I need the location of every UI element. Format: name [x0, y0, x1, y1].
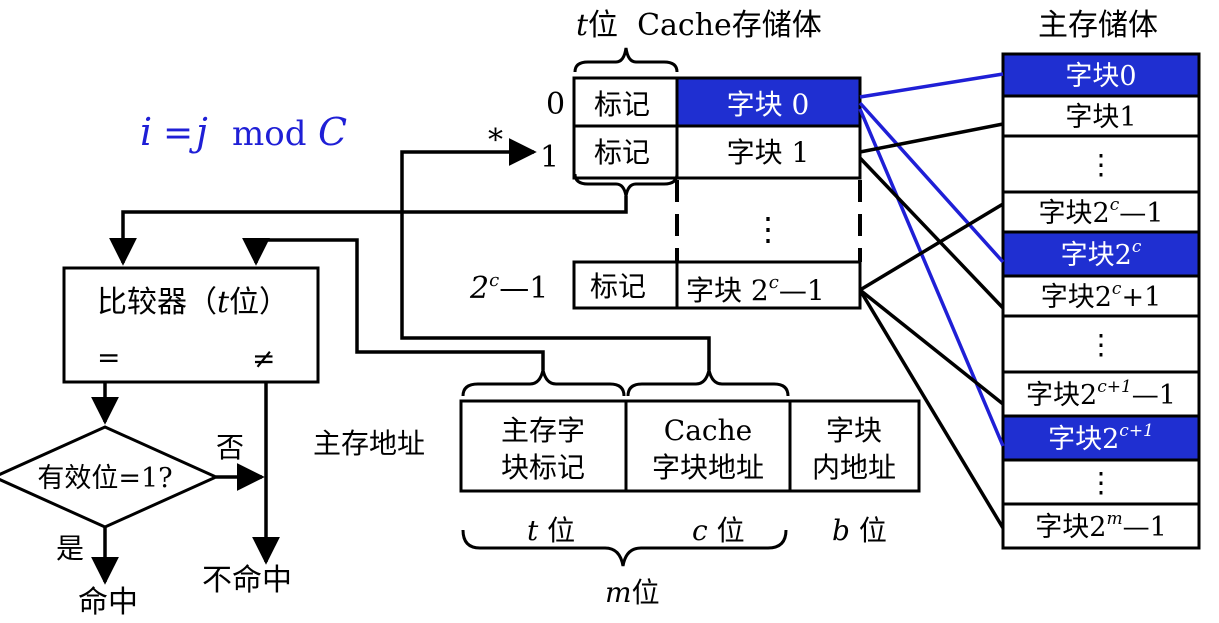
- map-block1-to-mem2c-plus1: [858, 156, 1005, 310]
- cache-row-1-index: 1: [540, 140, 559, 175]
- memory-row-4-cell: [1001, 230, 1201, 278]
- cache-row-0-index: 0: [546, 87, 565, 122]
- map-last-to-mem2m-minus1: [858, 289, 1005, 529]
- cache-field-brace: [626, 369, 790, 397]
- address-field-tag-line2: 块标记: [501, 451, 585, 484]
- cache-header-t: t: [576, 8, 589, 43]
- memory-row-1-cell: [1001, 94, 1201, 138]
- memory-row-8-label: 字块2c+1: [1048, 421, 1154, 455]
- map-block0-to-mem2c1: [858, 108, 1005, 447]
- memory-row-7-cell: [1001, 370, 1201, 418]
- address-field-cache-index: [624, 399, 792, 493]
- memory-row-5-cell: [1001, 274, 1201, 318]
- formula-mod: mod: [232, 114, 306, 154]
- memory-row-10-label: 字块2m—1: [1035, 509, 1167, 543]
- address-field-cache-line1: Cache: [664, 414, 752, 447]
- memory-row-2-label: ⋮: [1087, 148, 1115, 181]
- cache-row-0-tag-cell: [572, 76, 679, 128]
- hit-result: 命中: [78, 585, 138, 620]
- cache-tag-to-comparator-line: [109, 196, 628, 266]
- cache-row-1-tag-cell: [572, 124, 679, 180]
- memory-row-9-label: ⋮: [1087, 466, 1115, 499]
- comparator: 比较器（t位） = ≠: [62, 266, 320, 384]
- address-field-tag-line1: 主存字: [501, 414, 585, 447]
- cache-row-0-block: 字块 0: [727, 88, 810, 121]
- main-memory-column: 字块0 字块1 ⋮ 字块2c—1 字块2c 字块2c+1 ⋮ 字块2c+1—1 字块2c+1 ⋮ 字…: [1001, 52, 1201, 550]
- memory-row-0-label: 字块0: [1065, 61, 1136, 92]
- map-last-to-mem2c1-minus1: [858, 288, 1005, 406]
- valid-bit-decision: 有效位=1? 否 是: [0, 425, 244, 565]
- memory-row-4-label: 字块2c: [1061, 237, 1142, 271]
- tag-width-label: t 位: [527, 514, 575, 547]
- address-tag-to-comparator-line: [242, 237, 545, 370]
- decision-no-label: 否: [216, 431, 244, 464]
- address-total-label: m位: [605, 576, 660, 609]
- memory-row-7-label: 字块2c+1—1: [1026, 377, 1176, 411]
- comparator-not-equal-output: ≠: [252, 342, 275, 375]
- map-block0-to-mem2c: [858, 101, 1005, 264]
- cache-table: 0 标记 字块 0 1 标记 字块 1 ⋮ 2c—1 标记 字块 2c—1: [469, 76, 862, 310]
- formula-i: i: [140, 110, 152, 154]
- address-field-offset-line1: 字块: [826, 414, 882, 447]
- cache-width-label: c 位: [692, 514, 745, 547]
- comparator-label: 比较器（t位）: [97, 285, 289, 320]
- memory-row-10-cell: [1001, 502, 1201, 550]
- connectors: [91, 138, 711, 585]
- cache-row-last-tag: 标记: [590, 270, 646, 303]
- memory-row-5-label: 字块2c+1: [1041, 279, 1162, 313]
- map-block1-to-mem1: [859, 122, 1004, 154]
- cache-row-1-block: 字块 1: [727, 136, 810, 169]
- memory-row-6-label: ⋮: [1087, 328, 1115, 361]
- decision-yes-label: 是: [56, 532, 84, 565]
- comparator-box: [62, 266, 320, 384]
- memory-row-8-cell: [1001, 414, 1201, 462]
- tag-field-brace: [461, 369, 626, 397]
- cache-header-title: 位 Cache存储体: [588, 8, 822, 43]
- cache-row-last-block: 字块 2c—1: [686, 272, 825, 307]
- memory-row-2-cell: [1001, 134, 1201, 194]
- address-label: 主存地址: [313, 427, 425, 460]
- cache-row-last-index: 2c—1: [469, 270, 548, 306]
- memory-row-6-cell: [1001, 314, 1201, 374]
- cache-row-1-block-cell: [675, 124, 862, 180]
- cache-ellipsis: ⋮: [752, 210, 784, 248]
- tag-column-brace-top: [573, 47, 679, 73]
- memory-row-0-cell: [1001, 52, 1201, 98]
- memory-row-3-label: 字块2c—1: [1039, 195, 1164, 229]
- map-last-to-mem2c-minus1: [859, 202, 1004, 292]
- memory-title: 主存储体: [1038, 8, 1158, 43]
- mapping-formula: i = j mod C: [140, 110, 347, 154]
- cache-row-1-tag: 标记: [594, 136, 650, 169]
- main-memory-address: 主存地址 主存字 块标记 Cache 字块地址 字块 内地址 t 位 c 位 b…: [313, 369, 921, 609]
- cache-row-0-tag: 标记: [594, 88, 650, 121]
- formula-c: C: [318, 110, 347, 154]
- address-field-cache-line2: 字块地址: [652, 451, 764, 484]
- comparator-equal-output: =: [97, 341, 120, 374]
- cache-index-to-row-line: [400, 138, 711, 370]
- address-field-tag: [459, 399, 628, 493]
- memory-row-1-label: 字块1: [1065, 102, 1136, 133]
- cache-row-last-block-cell: [675, 260, 862, 310]
- offset-width-label: b 位: [832, 514, 887, 547]
- miss-result: 不命中: [202, 563, 292, 598]
- tag-column-brace-bottom: [573, 173, 628, 197]
- address-field-offset-line2: 内地址: [812, 451, 896, 484]
- formula-equals: =: [163, 113, 193, 154]
- address-total-brace: [461, 529, 788, 567]
- mapping-lines: [858, 72, 1005, 529]
- decision-label: 有效位=1?: [37, 463, 172, 494]
- tag-column-brace-bottom-right: [624, 173, 679, 197]
- cache-header: t 位 Cache存储体: [573, 8, 822, 73]
- address-field-offset: [788, 399, 921, 493]
- map-block0-to-mem0: [859, 72, 1004, 99]
- cache-row-0-block-cell: [675, 76, 862, 128]
- selected-row-marker: *: [488, 123, 503, 158]
